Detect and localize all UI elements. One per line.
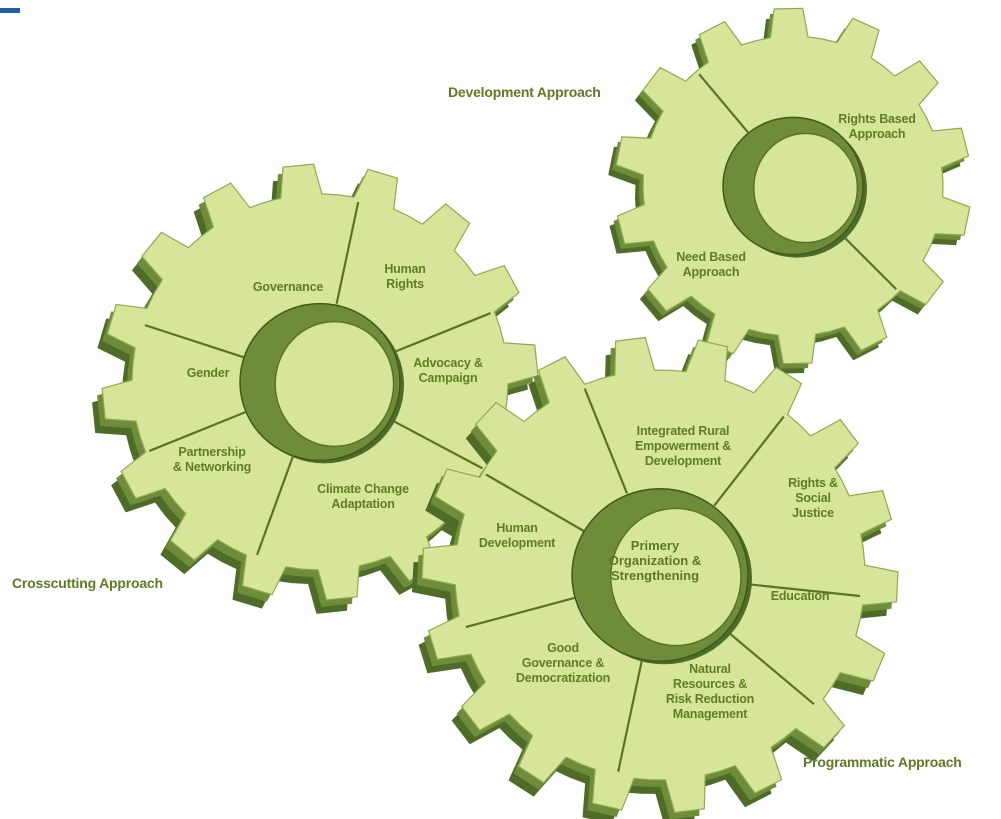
segment-human-rights: Human Rights	[384, 262, 426, 291]
segment-partnership-networking: Partnership & Networking	[172, 445, 252, 474]
programmatic-gear-divider-0	[583, 388, 629, 494]
development-gear	[608, 7, 971, 374]
programmatic-approach-label: Programmatic Approach	[803, 754, 962, 770]
segment-gender: Gender	[186, 366, 230, 380]
development-gear-hub-inner	[753, 132, 859, 244]
programmatic-gear-divider-3	[726, 630, 815, 706]
programmatic-gear-divider-1	[713, 415, 785, 507]
crosscutting-gear-divider-5	[144, 324, 245, 359]
segment-advocacy-campaign: Advocacy & Campaign	[413, 356, 483, 385]
crosscutting-gear-divider-3	[256, 456, 294, 556]
crosscutting-gear-divider-1	[393, 312, 492, 354]
crosscutting-gear-divider-2	[390, 418, 483, 470]
development-approach-label: Development Approach	[448, 84, 601, 100]
crosscutting-gear-divider-0	[335, 201, 360, 304]
programmatic-gear-divider-4	[617, 660, 643, 772]
segment-good-governance: Good Governance & Democratization	[515, 641, 611, 685]
programmatic-gear	[412, 336, 899, 819]
segment-education: Education	[770, 589, 830, 603]
crosscutting-approach-label: Crosscutting Approach	[12, 575, 163, 591]
crosscutting-gear-hub-inner	[274, 320, 395, 448]
hub-primery-organization: Primery Organization & Strengthening	[608, 538, 702, 583]
programmatic-gear-divider-6	[485, 473, 585, 532]
segment-rights-based-approach: Rights Based Approach	[838, 112, 916, 141]
programmatic-gear-divider-2	[747, 583, 861, 598]
programmatic-gear-hub-inner	[609, 507, 742, 647]
segment-need-based-approach: Need Based Approach	[676, 250, 746, 279]
segment-climate-change-adaptation: Climate Change Adaptation	[317, 482, 409, 511]
segment-integrated-rural: Integrated Rural Empowerment & Developme…	[634, 424, 732, 468]
programmatic-gear-divider-5	[465, 596, 576, 629]
development-gear-divider-1	[841, 234, 898, 291]
segment-rights-social-justice: Rights & Social Justice	[788, 476, 838, 520]
development-gear-divider-0	[698, 73, 749, 134]
segment-human-development: Human Development	[478, 521, 556, 550]
segment-natural-resources: Natural Resources & Risk Reduction Manag…	[665, 662, 755, 721]
crosscutting-gear	[92, 163, 539, 614]
crosscutting-gear-divider-4	[148, 410, 247, 452]
segment-governance: Governance	[252, 280, 324, 294]
corner-accent-bar	[0, 8, 20, 13]
